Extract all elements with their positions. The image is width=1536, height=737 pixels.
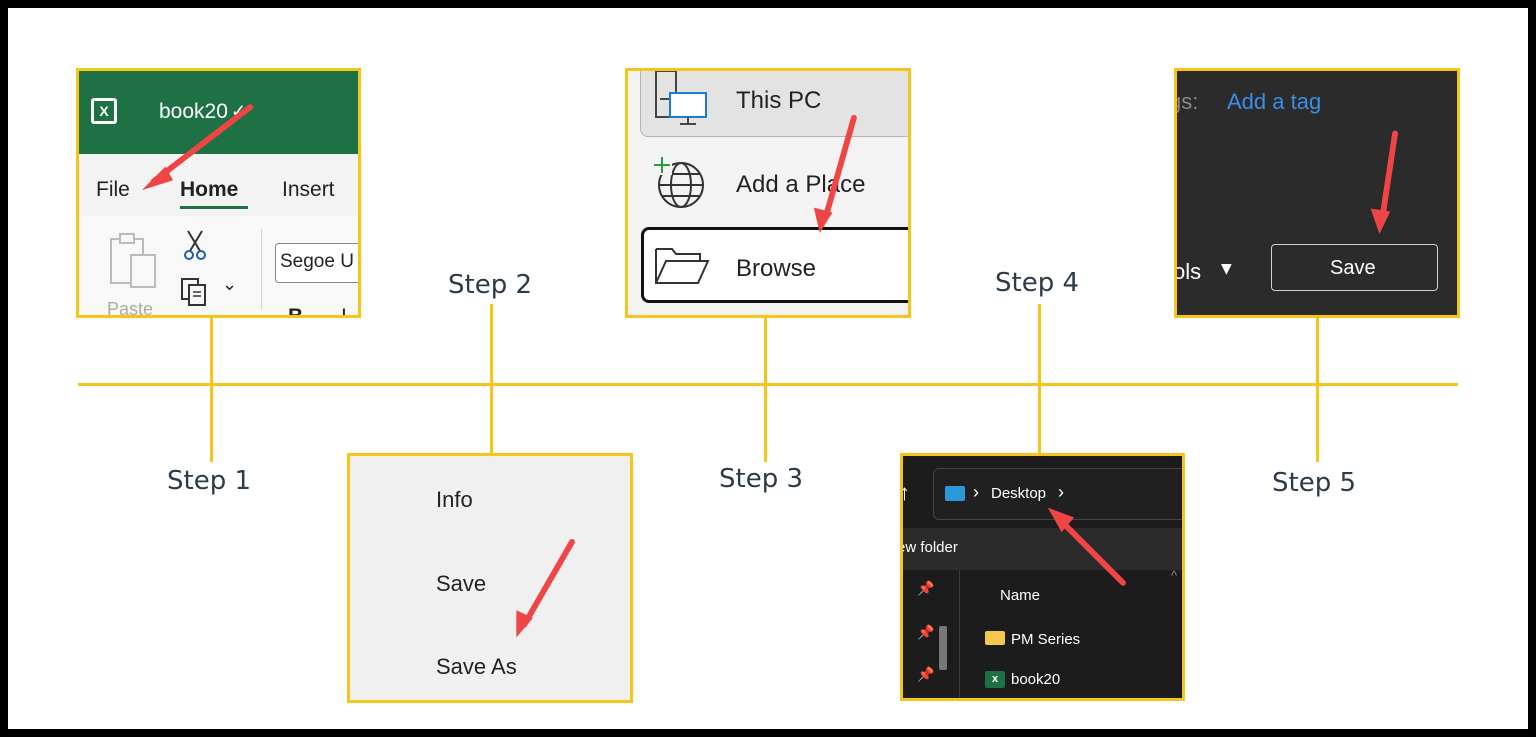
add-place-label[interactable]: Add a Place [736, 171, 866, 198]
tab-file[interactable]: File [96, 178, 130, 201]
excel-file-icon: x [985, 671, 1005, 688]
step-5-screenshot: gs: Add a tag ols ▼ Save [1174, 68, 1460, 318]
menu-item-info[interactable]: Info [436, 487, 473, 512]
connector-step-4 [1038, 304, 1041, 454]
diagram-canvas: Step 1 Step 2 Step 3 Step 4 Step 5 X boo… [8, 8, 1528, 729]
folder-icon [654, 243, 710, 287]
this-pc-label: This PC [736, 87, 822, 114]
step-5-label: Step 5 [1272, 468, 1357, 498]
step-3-label: Step 3 [719, 464, 804, 494]
save-button-label: Save [1330, 257, 1376, 279]
new-folder-button[interactable]: ew folder [900, 539, 958, 556]
sort-chevron-icon: ^ [1171, 568, 1178, 583]
pin-icon: 📌 [917, 580, 935, 596]
tab-insert[interactable]: Insert [282, 178, 335, 201]
breadcrumb-separator-icon: › [973, 482, 979, 502]
timeline-line [78, 383, 1458, 386]
italic-button[interactable]: I [341, 305, 347, 318]
connector-step-1 [210, 317, 213, 462]
step-3-screenshot: This PC Add a Place Browse [625, 68, 911, 318]
connector-step-5 [1316, 317, 1319, 462]
connector-step-2 [490, 304, 493, 454]
add-tag-link[interactable]: Add a tag [1227, 89, 1322, 114]
tab-home[interactable]: Home [180, 178, 239, 201]
dropdown-arrow-icon[interactable]: ▼ [1221, 261, 1232, 277]
tags-label: gs: [1177, 89, 1199, 114]
up-arrow-icon[interactable]: ↑ [900, 480, 910, 505]
browse-row[interactable] [641, 227, 908, 303]
font-name-box[interactable] [275, 243, 358, 283]
paste-icon[interactable] [109, 231, 157, 291]
step-2-label: Step 2 [448, 270, 533, 300]
copy-icon[interactable] [180, 277, 210, 307]
save-button[interactable] [1271, 244, 1438, 291]
tools-menu[interactable]: ols [1174, 259, 1202, 284]
bold-button[interactable]: B [288, 305, 304, 318]
ribbon-separator [261, 229, 262, 309]
tab-home-underline [180, 206, 248, 209]
folder-icon [985, 631, 1005, 645]
file-item-pm-series[interactable]: PM Series [1011, 631, 1081, 648]
font-name-value: Segoe U [280, 251, 354, 272]
browse-label: Browse [736, 255, 817, 282]
this-pc-icon [654, 71, 710, 127]
step-1-screenshot: X book20 ✓ File Home Insert Paste [76, 68, 361, 318]
paste-label: Paste [107, 299, 154, 318]
excel-logo-icon: X [91, 98, 117, 124]
menu-item-save-as[interactable]: Save As [436, 654, 517, 679]
connector-step-3 [764, 317, 767, 462]
nav-pane-divider [959, 570, 960, 698]
pin-icon: 📌 [917, 624, 935, 640]
breadcrumb-separator-icon-2: › [1058, 482, 1064, 502]
cut-icon[interactable] [184, 229, 206, 261]
desktop-icon [945, 486, 965, 501]
add-place-icon [652, 155, 708, 211]
step-4-screenshot: ↑ › Desktop › ew folder 📌 📌 📌 Name ^ PM … [900, 453, 1185, 701]
saved-check-icon: ✓ [231, 101, 247, 121]
menu-item-save[interactable]: Save [436, 571, 487, 596]
scrollbar-thumb[interactable] [939, 626, 947, 670]
step-2-screenshot: Info Save Save As [347, 453, 633, 703]
chevron-down-icon[interactable]: ⌄ [222, 274, 238, 294]
step-1-label: Step 1 [167, 466, 252, 496]
step-4-label: Step 4 [995, 268, 1080, 298]
column-header-name[interactable]: Name [1000, 587, 1041, 604]
pin-icon: 📌 [917, 666, 935, 682]
breadcrumb-desktop[interactable]: Desktop [991, 485, 1047, 502]
workbook-title: book20 [159, 100, 228, 123]
toolbar-strip [903, 528, 1182, 570]
file-item-book20[interactable]: book20 [1011, 671, 1061, 688]
